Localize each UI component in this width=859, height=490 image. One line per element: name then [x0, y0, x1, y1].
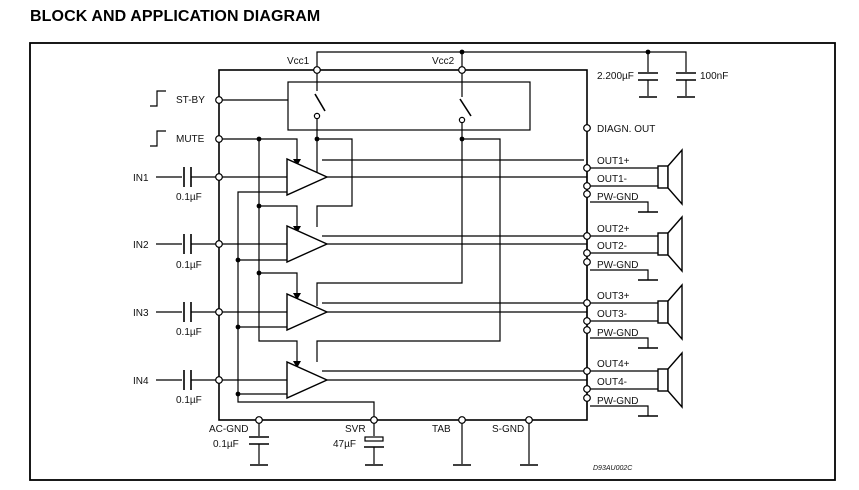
- channel-1: IN1 0.1µF OUT1+ OUT1- PW-GND: [133, 148, 683, 410]
- label-svr-cap: 47µF: [333, 439, 356, 450]
- supply-capacitor-100nf: [676, 72, 696, 98]
- label-in4: IN4: [133, 376, 149, 387]
- standby-switch-1: [313, 73, 326, 177]
- svr-pin-group: SVR 47µF: [333, 416, 384, 466]
- sgnd-pin-group: S-GND: [492, 416, 538, 466]
- label-out2-neg: OUT2-: [597, 241, 627, 252]
- channel-2: IN2 0.1µF OUT2+ OUT2- PW-GND: [133, 215, 683, 281]
- standby-step-symbol: [150, 90, 166, 107]
- pin-vcc1: [313, 66, 321, 74]
- amplifier-1: [286, 157, 329, 197]
- label-in4-cap: 0.1µF: [176, 395, 202, 406]
- tab-pin-group: TAB: [432, 416, 471, 466]
- svr-bus: [235, 191, 375, 420]
- label-acgnd: AC-GND: [209, 424, 248, 435]
- speaker-2-icon: [657, 215, 683, 273]
- pin-stby: [215, 96, 223, 104]
- pin-diagn-out: [583, 124, 591, 132]
- pin-mute: [215, 135, 223, 143]
- label-stby: ST-BY: [176, 95, 205, 106]
- label-in3: IN3: [133, 308, 149, 319]
- label-pwgnd-1: PW-GND: [597, 192, 638, 203]
- diagram-frame: [29, 42, 836, 481]
- label-pwgnd-4: PW-GND: [597, 396, 638, 407]
- label-vcc1: Vcc1: [287, 56, 310, 67]
- amplifier-4: [286, 360, 329, 400]
- label-diagn-out: DIAGN. OUT: [597, 124, 655, 135]
- label-out2-pos: OUT2+: [597, 224, 630, 235]
- label-sgnd: S-GND: [492, 424, 524, 435]
- vcc1-feed: [314, 136, 353, 227]
- label-in2: IN2: [133, 240, 149, 251]
- label-out4-neg: OUT4-: [597, 377, 627, 388]
- drawing-reference: D93AU002C: [593, 465, 633, 472]
- mute-bus: [222, 136, 301, 368]
- supply-rail: [316, 49, 687, 72]
- label-svr: SVR: [345, 424, 366, 435]
- speaker-4-icon: [657, 351, 683, 409]
- label-in1: IN1: [133, 173, 149, 184]
- vcc2-feed: [316, 136, 501, 362]
- label-pwgnd-3: PW-GND: [597, 328, 638, 339]
- label-cap-100nf: 100nF: [700, 71, 728, 82]
- label-pwgnd-2: PW-GND: [597, 260, 638, 271]
- label-out1-pos: OUT1+: [597, 156, 630, 167]
- pin-vcc2: [458, 66, 466, 74]
- mute-step-symbol: [150, 130, 166, 147]
- label-in3-cap: 0.1µF: [176, 327, 202, 338]
- label-in1-cap: 0.1µF: [176, 192, 202, 203]
- label-cap-2200uf: 2.200µF: [597, 71, 634, 82]
- label-vcc2: Vcc2: [432, 56, 455, 67]
- acgnd-pin-group: AC-GND 0.1µF: [209, 416, 269, 466]
- label-out1-neg: OUT1-: [597, 174, 627, 185]
- speaker-1-icon: [657, 148, 683, 206]
- label-in2-cap: 0.1µF: [176, 260, 202, 271]
- label-out3-pos: OUT3+: [597, 291, 630, 302]
- speaker-3-icon: [657, 283, 683, 341]
- label-tab: TAB: [432, 424, 451, 435]
- channel-4: IN4 0.1µF OUT4+ OUT4- PW-GND: [133, 351, 683, 417]
- amplifier-2: [286, 224, 329, 264]
- supply-capacitor-2200uf: [638, 72, 658, 98]
- amplifier-3: [286, 292, 329, 332]
- label-out4-pos: OUT4+: [597, 359, 630, 370]
- channel-3: IN3 0.1µF OUT3+ OUT3- PW-GND: [133, 283, 683, 349]
- standby-switch-2: [316, 73, 472, 306]
- label-out3-neg: OUT3-: [597, 309, 627, 320]
- standby-switch-box: [287, 81, 531, 131]
- ic-body: [218, 69, 588, 421]
- label-acgnd-cap: 0.1µF: [213, 439, 239, 450]
- label-mute: MUTE: [176, 134, 205, 145]
- page-title: BLOCK AND APPLICATION DIAGRAM: [30, 8, 321, 25]
